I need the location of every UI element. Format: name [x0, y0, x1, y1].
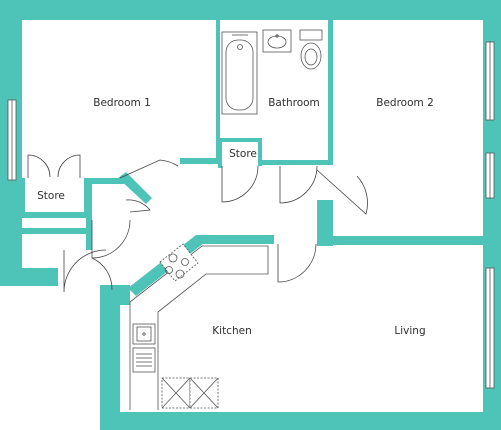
wall-living-top [317, 236, 487, 245]
door-swing-icon [125, 199, 151, 213]
room-label-bathroom: Bathroom [268, 97, 320, 109]
room-label-bedroom2: Bedroom 2 [376, 97, 434, 109]
wall-bed1-bottom-a [180, 158, 222, 164]
door-swing-icon [221, 165, 259, 203]
wall-store-left [218, 138, 222, 168]
wall-bed2-left [328, 18, 333, 163]
wall-bath-left [216, 18, 220, 163]
wall-kitchen-left [100, 285, 120, 430]
doors [27, 154, 368, 293]
door-swing-icon [279, 165, 318, 204]
door-swing-icon [277, 243, 317, 283]
wall-top [0, 0, 501, 20]
door-swing-icon [119, 159, 179, 179]
kitchen-fixtures [129, 243, 269, 410]
wall-store-top [216, 138, 260, 142]
room-label-store-hall: Store [229, 148, 257, 160]
hob-icon [159, 243, 199, 282]
room-label-kitchen: Kitchen [212, 325, 251, 337]
wall-bottom [100, 412, 501, 430]
room-labels: Bedroom 1 Bathroom Bedroom 2 Store Store… [37, 97, 434, 337]
room-label-store-left: Store [37, 190, 65, 202]
wall-left-notch-leg [38, 268, 58, 276]
door-swing-icon [316, 169, 368, 215]
wall-store-left-top [84, 178, 124, 184]
wall-store-left-right [84, 178, 92, 218]
door-swing-icon [91, 219, 131, 259]
wall-kitchen-left-top [100, 285, 130, 305]
wall-hall-diagonal [118, 172, 152, 204]
door-swing-icon [27, 154, 51, 178]
wall-bath-bottom [258, 160, 333, 165]
room-label-living: Living [394, 325, 425, 337]
toilet-icon [299, 29, 323, 41]
door-swing-icon [91, 257, 113, 291]
wall-bed2-right-notch [483, 130, 501, 160]
windows [7, 41, 495, 389]
wall-store-left-bottom [20, 212, 90, 218]
room-label-bedroom1: Bedroom 1 [93, 97, 151, 109]
appliance-boxes [161, 377, 219, 409]
kitchen-sink-icon [132, 323, 156, 373]
door-swing-icon [63, 249, 107, 293]
wall-bed1-bottom-b [20, 178, 25, 218]
sink-icon [262, 29, 292, 53]
wall-kitchen-top [196, 235, 274, 244]
wall-store-right [258, 138, 262, 166]
wall-bed2-left-lower [317, 200, 333, 246]
door-swing-icon [57, 154, 81, 178]
wall-hall-left [20, 228, 92, 234]
wall-hall-left-stub [86, 218, 92, 250]
bathroom-fixtures [221, 29, 323, 115]
